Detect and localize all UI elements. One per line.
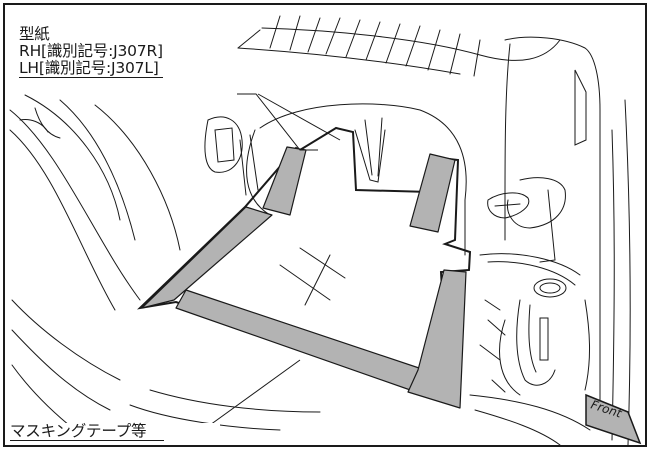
tape-strip-upper-right <box>409 153 456 233</box>
template-label-line3: LH[識別記号:J307L] <box>19 60 163 78</box>
tape-strip-bottom <box>175 289 426 393</box>
masking-tape-label-text: マスキングテープ等 <box>10 422 165 441</box>
template-label-line2: RH[識別記号:J307R] <box>19 42 163 60</box>
template-label: 型紙 RH[識別記号:J307R] LH[識別記号:J307L] <box>19 26 169 78</box>
tape-strip-right <box>407 269 467 409</box>
template-leader-line-2 <box>257 93 341 141</box>
vehicle-interior-lines <box>9 15 631 446</box>
masking-tape-label: マスキングテープ等 <box>10 422 220 441</box>
tape-strip-upper-left <box>262 146 307 216</box>
template-label-line1: 型紙 <box>19 25 50 43</box>
masking-tape-strips <box>141 146 467 409</box>
diagram-border <box>3 3 647 447</box>
tape-strip-left-diagonal <box>141 206 273 309</box>
front-arrow-shape <box>585 393 642 445</box>
template-leader-line <box>237 93 318 151</box>
leader-lines <box>191 93 341 439</box>
